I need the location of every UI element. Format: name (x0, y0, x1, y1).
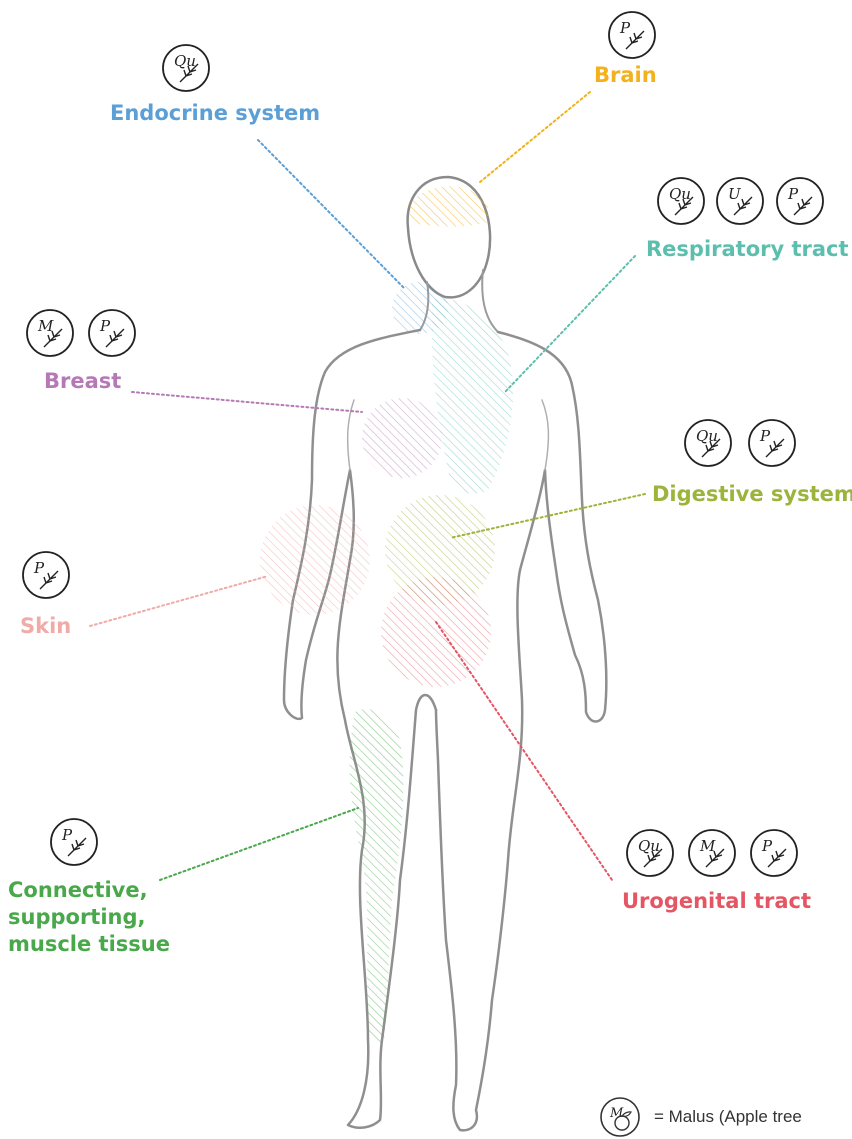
badge-respiratory-p-icon: P (777, 178, 823, 224)
svg-text:Qu: Qu (696, 427, 718, 445)
badge-breast-p-icon: P (89, 310, 135, 356)
leader-endocrine (258, 140, 404, 288)
badge-connective-p-icon: P (51, 819, 97, 865)
svg-text:M: M (37, 317, 54, 335)
label-connective-line1: Connective, (8, 877, 170, 904)
region-respiratory (432, 299, 513, 494)
label-urogenital: Urogenital tract (622, 889, 811, 913)
label-connective-line2: supporting, (8, 904, 170, 931)
leader-brain (480, 92, 590, 182)
label-connective: Connective, supporting, muscle tissue (8, 877, 170, 958)
svg-text:P: P (619, 19, 631, 37)
leader-urogenital (436, 622, 612, 880)
badge-digestive-p-icon: P (749, 420, 795, 466)
region-breast (362, 398, 442, 478)
svg-text:Qu: Qu (174, 52, 196, 70)
svg-text:P: P (759, 427, 771, 445)
label-digestive: Digestive system (652, 482, 852, 506)
svg-text:Qu: Qu (638, 837, 660, 855)
label-skin: Skin (20, 614, 71, 638)
svg-text:Qu: Qu (669, 185, 691, 203)
badge-digestive-qu-icon: Qu (685, 420, 731, 466)
badge-breast-m-icon: M (27, 310, 73, 356)
leader-connective (160, 808, 358, 880)
badge-respiratory-qu-icon: Qu (658, 178, 704, 224)
label-endocrine: Endocrine system (110, 101, 320, 125)
leader-skin (90, 576, 268, 626)
badge-brain-p-icon: P (609, 12, 655, 58)
svg-text:P: P (761, 837, 773, 855)
badge-respiratory-u-icon: U (717, 178, 763, 224)
label-brain: Brain (594, 63, 657, 87)
svg-text:U: U (728, 185, 742, 203)
region-skin (260, 505, 370, 615)
svg-text:P: P (61, 826, 73, 844)
region-connective (350, 709, 404, 1044)
region-urogenital (381, 577, 491, 687)
legend: M = Malus (Apple tree (598, 1095, 852, 1139)
badge-endocrine-qu-icon: Qu (163, 45, 209, 91)
label-respiratory: Respiratory tract (646, 237, 849, 261)
label-breast: Breast (44, 369, 121, 393)
apple-tree-icon: M (598, 1095, 642, 1139)
badge-skin-p-icon: P (23, 552, 69, 598)
svg-text:P: P (99, 317, 111, 335)
badge-urogenital-m-icon: M (689, 830, 735, 876)
leader-breast (132, 392, 362, 412)
svg-text:P: P (33, 559, 45, 577)
badge-urogenital-p-icon: P (751, 830, 797, 876)
label-connective-line3: muscle tissue (8, 931, 170, 958)
svg-text:M: M (699, 837, 716, 855)
legend-text: = Malus (Apple tree (654, 1107, 802, 1127)
badge-urogenital-qu-icon: Qu (627, 830, 673, 876)
svg-text:P: P (787, 185, 799, 203)
leader-respiratory (505, 256, 635, 392)
